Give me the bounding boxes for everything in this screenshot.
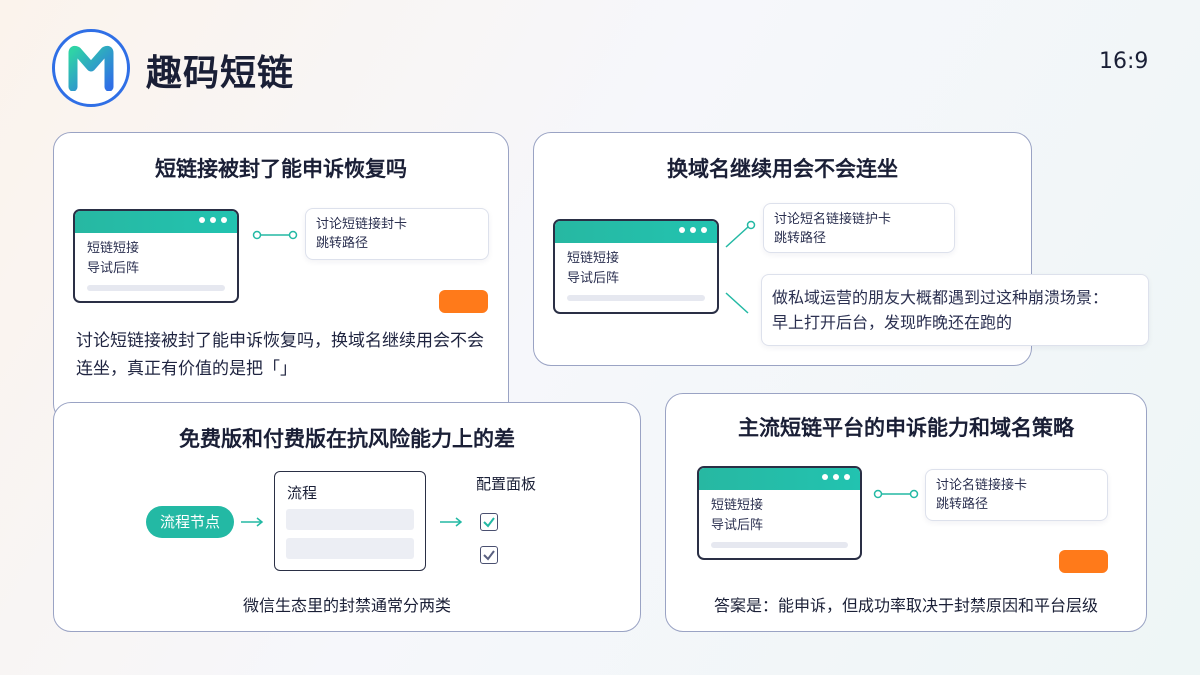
window-dots-icon [822,474,850,480]
window-line: 短链短接 [87,241,140,256]
card-title: 换域名继续用会不会连坐 [667,157,898,181]
flow-box: 流程 [274,471,426,571]
bubble-line: 讨论短名链接链护卡 [774,212,892,227]
card-platform-strategy: 主流短链平台的申诉能力和域名策略 短链短接 导试后阵 讨论名链接接卡 跳转路径 … [665,393,1147,632]
checkbox-icon [480,513,498,531]
card-free-vs-paid: 免费版和付费版在抗风险能力上的差 流程节点 流程 配置面板 微信生态里的封禁通常… [53,402,641,632]
callout-box: 做私域运营的朋友大概都遇到过这种崩溃场景： 早上打开后台，发现昨晚还在跑的 [761,274,1149,346]
card-title: 短链接被封了能申诉恢复吗 [155,157,407,181]
connector-icon [725,220,756,314]
window-line: 短链短接 [567,251,620,266]
arrow-right-icon [440,517,463,527]
bubble-line: 跳转路径 [936,497,989,512]
brand-logo [52,29,130,107]
flow-node-pill: 流程节点 [146,506,234,538]
card-title: 主流短链平台的申诉能力和域名策略 [738,416,1074,440]
card-caption: 微信生态里的封禁通常分两类 [242,596,451,615]
paragraph-line: 连坐，真正有价值的是把「」 [76,359,297,379]
bubble-line: 跳转路径 [316,236,369,251]
paragraph-line: 讨论短链接被封了能申诉恢复吗，换域名继续用会不会 [76,331,484,351]
bubble-line: 跳转路径 [774,231,827,246]
card-appeal-recovery: 短链接被封了能申诉恢复吗 短链短接 导试后阵 讨论短链接封卡 跳转路径 讨论短链… [53,132,509,422]
bubble-line: 讨论短链接封卡 [316,217,408,232]
card-paragraph: 讨论短链接被封了能申诉恢复吗，换域名继续用会不会 连坐，真正有价值的是把「」 [76,327,506,383]
window-dots-icon [199,217,227,223]
flow-box-label: 流程 [287,484,318,502]
window-line: 导试后阵 [87,261,140,276]
window-line: 导试后阵 [711,518,764,533]
brand-name: 趣码短链 [146,53,295,94]
card-caption: 答案是：能申诉，但成功率取决于封禁原因和平台层级 [713,596,1098,615]
card-title: 免费版和付费版在抗风险能力上的差 [179,427,515,451]
info-bubble: 讨论名链接接卡 跳转路径 [925,469,1108,521]
window-dots-icon [679,227,707,233]
mini-window: 短链短接 导试后阵 [697,466,862,560]
mini-window: 短链短接 导试后阵 [73,209,239,303]
window-line: 短链短接 [711,498,764,513]
aspect-ratio-label: 16:9 [1099,49,1149,74]
info-bubble: 讨论短名链接链护卡 跳转路径 [763,203,955,253]
connector-icon [252,230,298,240]
connector-icon [873,489,919,499]
arrow-right-icon [241,517,264,527]
mini-window: 短链短接 导试后阵 [553,219,719,314]
bubble-line: 讨论名链接接卡 [936,478,1028,493]
orange-tag [1059,550,1108,573]
m-logo-icon [68,45,114,91]
window-line: 导试后阵 [567,271,620,286]
config-panel-label: 配置面板 [476,475,537,493]
callout-line: 做私域运营的朋友大概都遇到过这种崩溃场景： [772,288,1109,307]
callout-line: 早上打开后台，发现昨晚还在跑的 [772,313,1013,332]
orange-tag [439,290,488,313]
checkbox-icon [480,546,498,564]
card-domain-switch: 换域名继续用会不会连坐 短链短接 导试后阵 讨论短名链接链护卡 跳转路径 做私域… [533,132,1149,366]
info-bubble: 讨论短链接封卡 跳转路径 [305,208,489,260]
